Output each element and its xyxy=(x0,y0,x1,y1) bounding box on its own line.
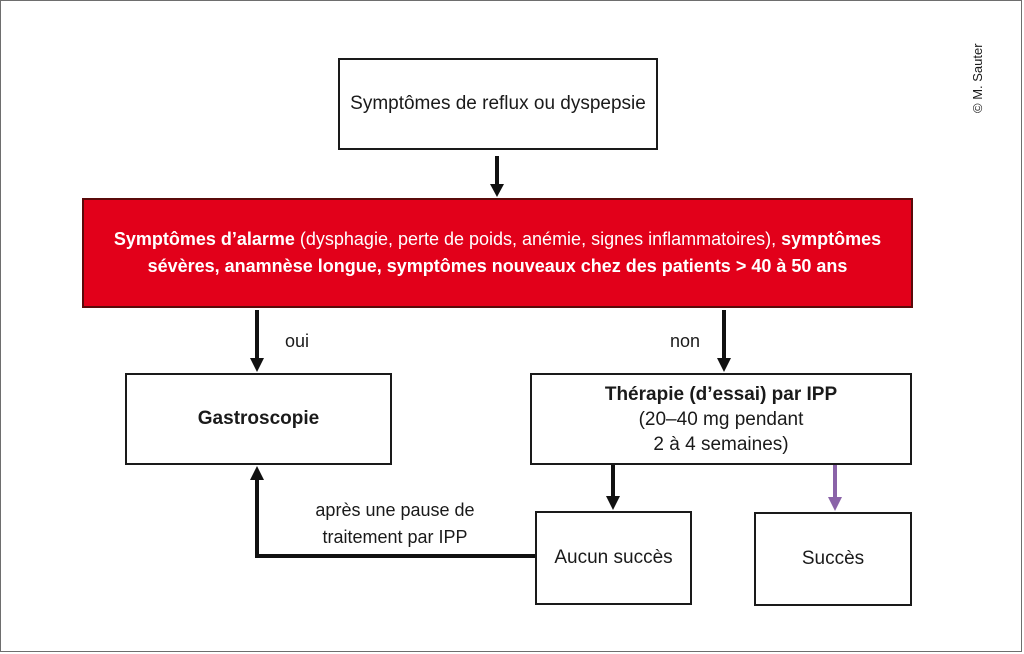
arrow-start-to-alarm xyxy=(490,156,504,197)
label-after-ppi-pause: après une pause de traitement par IPP xyxy=(300,497,490,551)
alarm-text-bold-lead: Symptômes d’alarme xyxy=(113,229,295,249)
box-gastroscopy: Gastroscopie xyxy=(125,373,392,465)
label-after-line1: après une pause de xyxy=(315,500,475,520)
box-no-success-text: Aucun succès xyxy=(554,547,673,568)
box-reflux-symptoms-text: Symptômes de reflux ou dyspepsie xyxy=(350,93,646,114)
label-yes: oui xyxy=(284,331,310,351)
box-gastroscopy-text: Gastroscopie xyxy=(197,408,320,429)
label-no: non xyxy=(669,331,701,351)
box-success-text: Succès xyxy=(801,548,865,569)
ppi-dose: (20–40 mg pendant xyxy=(638,408,804,430)
alarm-text-bold-tail: symptômes sévères, anamnèse longue, symp… xyxy=(147,229,882,276)
arrow-failure-back-to-gastroscopy xyxy=(250,466,535,558)
arrow-no-to-ppi xyxy=(717,310,731,372)
box-success: Succès xyxy=(754,512,912,606)
label-after-line2: traitement par IPP xyxy=(322,527,468,547)
ppi-title: Thérapie (d’essai) par IPP xyxy=(604,383,838,405)
copyright-credit: © M. Sauter xyxy=(970,43,985,113)
alarm-text-details: (dysphagie, perte de poids, anémie, sign… xyxy=(294,229,782,249)
arrow-yes-to-gastroscopy xyxy=(250,310,264,372)
box-alarm-symptoms: Symptômes d’alarme (dysphagie, perte de … xyxy=(82,198,913,308)
ppi-duration: 2 à 4 semaines) xyxy=(653,433,789,455)
alarm-text: Symptômes d’alarme (dysphagie, perte de … xyxy=(104,226,891,280)
box-reflux-symptoms: Symptômes de reflux ou dyspepsie xyxy=(338,58,658,150)
box-no-success: Aucun succès xyxy=(535,511,692,605)
arrow-ppi-to-success xyxy=(828,465,842,511)
box-ppi-therapy: Thérapie (d’essai) par IPP (20–40 mg pen… xyxy=(530,373,912,465)
arrow-ppi-to-failure xyxy=(606,465,620,510)
